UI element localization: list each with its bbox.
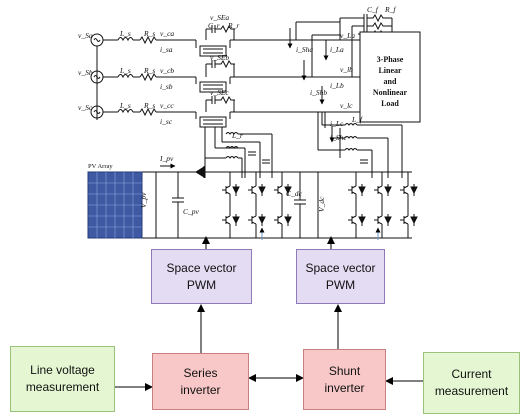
label-vlc: v_lc [340, 101, 353, 110]
label-isha: i_Sha [296, 45, 313, 54]
label-vcc: v_cc [160, 101, 174, 110]
label-rf: R_f [384, 5, 396, 14]
label-ishc: i_Shc [330, 133, 347, 142]
label-vsb: v_Sb [78, 68, 93, 77]
label-vsec: v_SEc [210, 88, 229, 97]
label-vlb: v_lb [340, 65, 353, 74]
line-voltage-line-2: measurement [25, 380, 100, 394]
label-vca: v_ca [160, 29, 174, 38]
label-ilb: i_Lb [330, 81, 344, 90]
label-vseb: v_SEb [210, 53, 229, 62]
svpwm-series-line-1: Space vector [166, 260, 237, 275]
label-isc: i_sc [160, 117, 173, 126]
control-arrows [115, 236, 423, 391]
label-rs-c: R_s [143, 101, 155, 110]
label-pv-array: PV Array [88, 163, 113, 170]
label-rs-a: R_s [143, 29, 155, 38]
svpwm-shunt-line-2: PWM [325, 277, 356, 292]
label-vsea: v_SEa [210, 13, 229, 22]
load-line-2: Linear [378, 66, 402, 75]
phase-lines [90, 14, 421, 239]
circuit-labels: v_Sa L_s R_s v_ca i_sa v_Sb L_s R_s v_cb… [78, 5, 396, 216]
label-rr: R_r [227, 21, 239, 30]
label-ishb: i_Shb [310, 88, 327, 97]
load-line-3: and [384, 77, 397, 86]
label-isb: i_sb [160, 82, 173, 91]
label-ilc: i_Lc [330, 119, 344, 128]
label-vcb: v_cb [160, 66, 174, 75]
load-line-4: Nonlinear [373, 88, 408, 97]
series-inverter-line-2: inverter [180, 382, 221, 397]
label-rs-b: R_s [143, 66, 155, 75]
svpwm-shunt-line-1: Space vector [305, 260, 376, 275]
label-lf: L_f [351, 115, 363, 124]
load-line-1: 3-Phase [377, 55, 404, 64]
label-vsa: v_Sa [78, 31, 93, 40]
label-cpv: C_pv [183, 207, 200, 216]
gate-sensor-marks [259, 227, 381, 240]
line-voltage-line-1: Line voltage [30, 363, 95, 377]
svpwm-series-line-2: PWM [186, 277, 217, 292]
load-label: 3-Phase Linear and Nonlinear Load [373, 55, 408, 108]
label-ls-b: L_s [119, 66, 131, 75]
shunt-inverter-line-1: Shunt [328, 363, 361, 378]
label-ila: i_La [330, 45, 344, 54]
line-voltage-measurement-block: Line voltage measurement [10, 346, 115, 412]
load-line-5: Load [381, 99, 399, 108]
series-inverter-line-1: Series [183, 365, 218, 380]
current-measurement-line-1: Current [451, 367, 492, 381]
label-ls-c: L_s [119, 101, 131, 110]
current-measurement-line-2: measurement [434, 384, 509, 398]
pv-array-panel [87, 171, 143, 239]
label-lr: L_r [231, 131, 243, 140]
sensor-arrows [160, 28, 335, 169]
label-isa: i_sa [160, 45, 173, 54]
label-vsc: v_Sc [78, 103, 93, 112]
current-measurement-block: Current measurement [423, 352, 520, 414]
label-ipv: I_pv [159, 154, 174, 163]
series-inverter-block: Series inverter [152, 353, 249, 410]
label-vpv: V_pv [139, 192, 148, 208]
shunt-inverter-line-2: inverter [324, 380, 365, 395]
label-cr: C_r [208, 21, 220, 30]
label-vla: v_La [340, 31, 355, 40]
shunt-inverter-block: Shunt inverter [303, 349, 386, 410]
label-ls-a: L_s [119, 29, 131, 38]
label-cf: C_f [367, 5, 379, 14]
label-vdc: V_dc [317, 196, 326, 212]
label-cdc: C_dc [286, 189, 303, 198]
inverter-switch-legs [222, 172, 418, 238]
